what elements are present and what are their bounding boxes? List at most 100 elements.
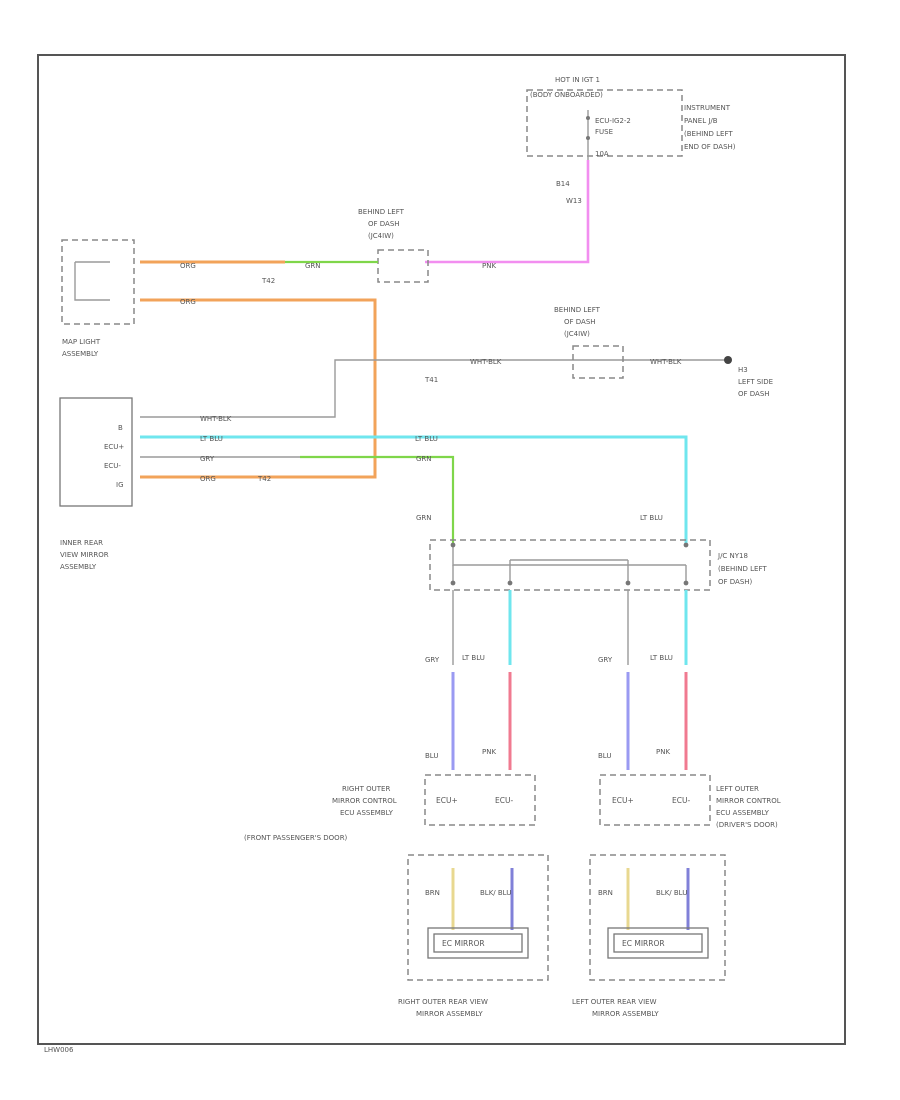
footer-code: LHW006 bbox=[44, 1046, 74, 1054]
pin-ecu-minus: ECU- bbox=[104, 462, 121, 470]
wire-label-blu-1: BLU bbox=[425, 752, 438, 760]
wire-label-lt-blu-4: LT BLU bbox=[462, 654, 485, 662]
wire-label-pnk-2: PNK bbox=[482, 748, 496, 756]
hot-label: HOT IN IGT 1 bbox=[555, 76, 600, 84]
relay-block-label: (BODY ONBOARDED) bbox=[530, 91, 603, 99]
right-ecu-minus: ECU- bbox=[495, 796, 513, 805]
map-light-box bbox=[61, 239, 135, 325]
svg-text:LEFT OUTER REAR VIEW: LEFT OUTER REAR VIEW bbox=[572, 998, 657, 1006]
svg-text:OF DASH: OF DASH bbox=[738, 390, 770, 398]
instrument-panel-label: INSTRUMENT PANEL J/B (BEHIND LEFT END OF… bbox=[684, 104, 736, 151]
svg-text:OF DASH): OF DASH) bbox=[718, 578, 753, 586]
jc-label: J/C NY18 (BEHIND LEFT OF DASH) bbox=[717, 552, 767, 586]
svg-text:(JC4IW): (JC4IW) bbox=[368, 232, 394, 240]
svg-text:ASSEMBLY: ASSEMBLY bbox=[60, 563, 97, 571]
wire-label-pnk-3: PNK bbox=[656, 748, 670, 756]
right-ec-mirror-inner bbox=[433, 933, 523, 953]
left-mirror-label: LEFT OUTER REAR VIEW MIRROR ASSEMBLY bbox=[572, 998, 659, 1018]
wire-wht-blk bbox=[140, 359, 725, 418]
conn-t42-b: T42 bbox=[257, 475, 271, 483]
svg-text:(BEHIND LEFT: (BEHIND LEFT bbox=[684, 130, 733, 138]
wire-label-gry-1: GRY bbox=[200, 455, 215, 463]
fuse-name: ECU-IG2-2 bbox=[595, 117, 631, 125]
left-ecu-plus: ECU+ bbox=[612, 796, 634, 805]
svg-text:END OF DASH): END OF DASH) bbox=[684, 143, 736, 151]
pin-b: B bbox=[118, 424, 123, 432]
fuse-amp: 10A bbox=[595, 150, 609, 158]
conn-w13: W13 bbox=[566, 197, 582, 205]
left-ec-mirror-inner bbox=[613, 933, 703, 953]
left-ec-mirror-label: EC MIRROR bbox=[622, 939, 665, 948]
wire-label-blk-blu-1: BLK/ BLU bbox=[480, 889, 511, 897]
wire-label-pnk: PNK bbox=[482, 262, 496, 270]
ground-label: H3 LEFT SIDE OF DASH bbox=[738, 366, 773, 398]
svg-text:RIGHT OUTER: RIGHT OUTER bbox=[342, 785, 390, 793]
wire-lt-blu-main bbox=[140, 435, 688, 545]
jc-box bbox=[429, 539, 711, 591]
pin-ecu-plus: ECU+ bbox=[104, 443, 124, 451]
wire-label-lt-blu-2: LT BLU bbox=[415, 435, 438, 443]
fuse-word: FUSE bbox=[595, 128, 613, 136]
left-ec-mirror-outer bbox=[607, 927, 709, 959]
junction-box-2 bbox=[572, 345, 624, 379]
svg-text:INSTRUMENT: INSTRUMENT bbox=[684, 104, 731, 112]
svg-text:(FRONT PASSENGER'S DOOR): (FRONT PASSENGER'S DOOR) bbox=[244, 834, 348, 842]
svg-text:BEHIND LEFT: BEHIND LEFT bbox=[358, 208, 405, 216]
svg-text:ECU ASSEMBLY: ECU ASSEMBLY bbox=[340, 809, 394, 817]
wire-pnk bbox=[425, 160, 590, 264]
wire-label-brn-2: BRN bbox=[598, 889, 613, 897]
svg-text:(JC4IW): (JC4IW) bbox=[564, 330, 590, 338]
svg-text:(DRIVER'S DOOR): (DRIVER'S DOOR) bbox=[716, 821, 778, 829]
svg-text:LEFT SIDE: LEFT SIDE bbox=[738, 378, 773, 386]
svg-text:OF DASH: OF DASH bbox=[368, 220, 400, 228]
svg-text:(BEHIND LEFT: (BEHIND LEFT bbox=[718, 565, 767, 573]
wire-label-org-3: ORG bbox=[200, 475, 216, 483]
svg-text:ASSEMBLY: ASSEMBLY bbox=[62, 350, 99, 358]
wire-label-blk-blu-2: BLK/ BLU bbox=[656, 889, 687, 897]
right-ecu-box bbox=[424, 774, 536, 826]
right-ecu-label: RIGHT OUTER MIRROR CONTROL ECU ASSEMBLY … bbox=[244, 785, 397, 842]
conn-b14: B14 bbox=[556, 180, 570, 188]
pin-ig: IG bbox=[116, 481, 124, 489]
wire-label-org-2: ORG bbox=[180, 298, 196, 306]
inner-mirror-label: INNER REAR VIEW MIRROR ASSEMBLY bbox=[60, 539, 109, 571]
svg-text:MIRROR ASSEMBLY: MIRROR ASSEMBLY bbox=[416, 1010, 483, 1018]
wire-label-lt-blu-1: LT BLU bbox=[200, 435, 223, 443]
wire-label-wht-blk-2: WHT-BLK bbox=[470, 358, 502, 366]
svg-text:INNER REAR: INNER REAR bbox=[60, 539, 103, 547]
right-ec-mirror-outer bbox=[427, 927, 529, 959]
svg-text:PANEL J/B: PANEL J/B bbox=[684, 117, 718, 125]
svg-text:J/C NY18: J/C NY18 bbox=[717, 552, 748, 560]
svg-text:MIRROR CONTROL: MIRROR CONTROL bbox=[332, 797, 397, 805]
wire-grn-2 bbox=[300, 455, 455, 545]
conn-t41: T41 bbox=[424, 376, 438, 384]
wire-org-2 bbox=[140, 298, 377, 479]
wire-label-lt-blu-5: LT BLU bbox=[650, 654, 673, 662]
junction-1-label: BEHIND LEFT OF DASH (JC4IW) bbox=[358, 208, 405, 240]
conn-t42-a: T42 bbox=[261, 277, 275, 285]
left-ecu-box bbox=[599, 774, 711, 826]
right-ecu-plus: ECU+ bbox=[436, 796, 458, 805]
wire-label-wht-blk-3: WHT-BLK bbox=[650, 358, 682, 366]
wire-label-blu-2: BLU bbox=[598, 752, 611, 760]
inner-mirror-box bbox=[59, 397, 133, 507]
map-light-label: MAP LIGHT ASSEMBLY bbox=[62, 338, 101, 358]
left-mirror-box bbox=[589, 854, 726, 981]
ground-point bbox=[724, 356, 732, 364]
svg-text:VIEW MIRROR: VIEW MIRROR bbox=[60, 551, 109, 559]
junction-2-label: BEHIND LEFT OF DASH (JC4IW) bbox=[554, 306, 601, 338]
wire-label-grn-2: GRN bbox=[416, 455, 432, 463]
svg-text:MAP LIGHT: MAP LIGHT bbox=[62, 338, 101, 346]
svg-text:MIRROR CONTROL: MIRROR CONTROL bbox=[716, 797, 781, 805]
diagram-frame bbox=[37, 54, 846, 1045]
left-ecu-minus: ECU- bbox=[672, 796, 690, 805]
svg-text:MIRROR ASSEMBLY: MIRROR ASSEMBLY bbox=[592, 1010, 659, 1018]
wire-label-grn-3: GRN bbox=[416, 514, 432, 522]
wire-label-wht-blk-1: WHT-BLK bbox=[200, 415, 232, 423]
svg-text:ECU ASSEMBLY: ECU ASSEMBLY bbox=[716, 809, 770, 817]
svg-text:BEHIND LEFT: BEHIND LEFT bbox=[554, 306, 601, 314]
svg-text:OF DASH: OF DASH bbox=[564, 318, 596, 326]
right-ec-mirror-label: EC MIRROR bbox=[442, 939, 485, 948]
wire-label-grn-1: GRN bbox=[305, 262, 321, 270]
right-mirror-box bbox=[407, 854, 549, 981]
